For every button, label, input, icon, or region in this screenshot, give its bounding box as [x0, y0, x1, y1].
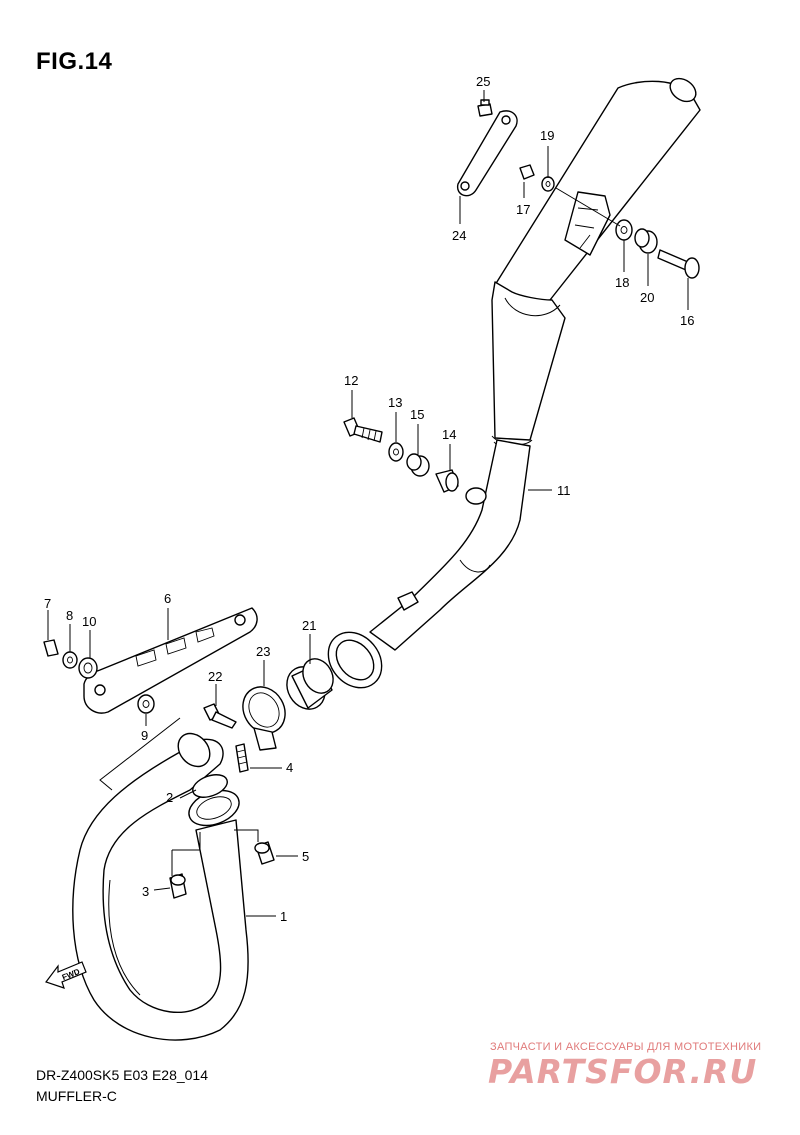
- collar-20: [634, 228, 658, 254]
- callout-11: 11: [557, 483, 571, 498]
- fwd-arrow-icon: FWD: [45, 961, 87, 989]
- callout-15: 15: [410, 407, 424, 422]
- bracket-24: [456, 110, 518, 197]
- muffler-assembly: [327, 77, 701, 689]
- callout-21: 21: [302, 618, 316, 633]
- callout-16: 16: [680, 313, 694, 328]
- callout-5: 5: [302, 849, 309, 864]
- callout-20: 20: [640, 290, 654, 305]
- nut-17: [519, 164, 535, 180]
- callout-8: 8: [66, 608, 73, 623]
- nut-3: [169, 873, 187, 899]
- callout-10: 10: [82, 614, 96, 629]
- watermark-logo: PARTSFOR.RU: [488, 1052, 758, 1091]
- collar-10: [78, 657, 98, 679]
- bolt-25: [477, 99, 493, 117]
- bolt-16: [657, 249, 700, 279]
- watermark-tagline: ЗАПЧАСТИ И АКСЕССУАРЫ ДЛЯ МОТОТЕХНИКИ: [490, 1041, 762, 1053]
- callout-2: 2: [166, 790, 173, 805]
- grommet-15: [406, 453, 430, 477]
- washer-8: [62, 651, 78, 669]
- nut-5: [254, 841, 275, 865]
- callout-18: 18: [615, 275, 629, 290]
- callout-4: 4: [286, 760, 293, 775]
- gasket-2: [192, 774, 228, 798]
- washer-19: [541, 176, 555, 192]
- bolt-22: [203, 703, 237, 729]
- callout-1: 1: [280, 909, 287, 924]
- callout-25: 25: [476, 74, 490, 89]
- section-name: MUFFLER-C: [36, 1088, 117, 1104]
- callout-14: 14: [442, 427, 456, 442]
- washer-18: [615, 219, 633, 241]
- callout-19: 19: [540, 128, 554, 143]
- callout-3: 3: [142, 884, 149, 899]
- exhaust-pipe-1: [72, 732, 249, 1041]
- clamp-23: [242, 686, 286, 751]
- gasket-21: [286, 658, 334, 710]
- callout-12: 12: [344, 373, 358, 388]
- bolt-12: [343, 417, 383, 443]
- heat-shield-6: [83, 607, 258, 714]
- callout-6: 6: [164, 591, 171, 606]
- collar-9: [137, 694, 155, 714]
- figure-title: FIG.14: [36, 48, 113, 75]
- callout-labels: 25 19 17 24 18 20 16 12 13 15 14 11 7 8 …: [44, 74, 694, 924]
- model-code: DR-Z400SK5 E03 E28_014: [36, 1067, 208, 1083]
- callout-13: 13: [388, 395, 402, 410]
- collar-14: [435, 469, 459, 493]
- callout-24: 24: [452, 228, 466, 243]
- leader-lines: [47, 90, 689, 917]
- callout-23: 23: [256, 644, 270, 659]
- callout-22: 22: [208, 669, 222, 684]
- bolt-7: [43, 639, 59, 657]
- callout-17: 17: [516, 202, 530, 217]
- callout-9: 9: [141, 728, 148, 743]
- washer-13: [388, 442, 404, 462]
- stud-4: [235, 743, 249, 773]
- callout-7: 7: [44, 596, 51, 611]
